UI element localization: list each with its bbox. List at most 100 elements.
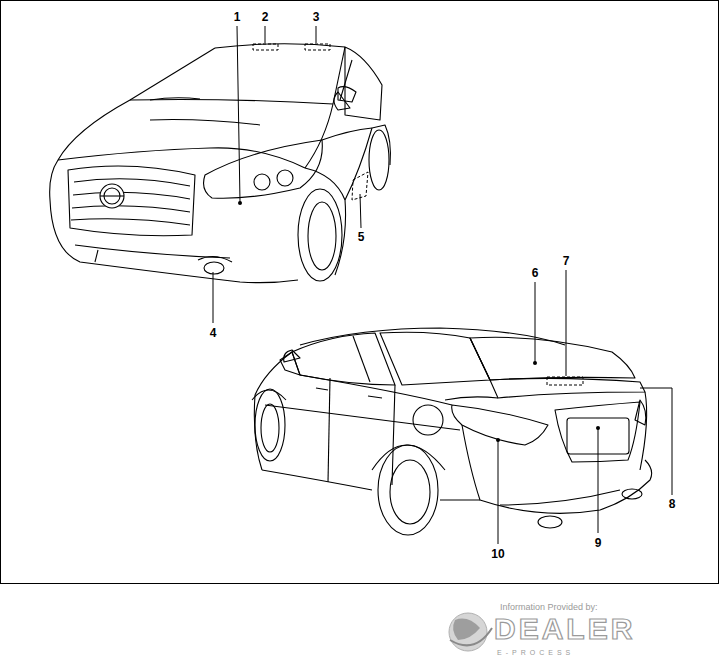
callout-number: 2 — [261, 11, 270, 23]
rear-car — [392, 385, 395, 485]
front-car — [71, 219, 190, 225]
rear-car — [500, 490, 620, 505]
hidden-part — [253, 44, 278, 50]
front-car — [308, 202, 336, 270]
rear-car — [380, 332, 490, 385]
rear-car — [390, 460, 430, 524]
front-car — [130, 100, 333, 105]
front-car — [338, 87, 356, 102]
leader-line — [640, 388, 672, 495]
rear-car — [292, 333, 395, 385]
leader-line — [566, 270, 567, 376]
frame — [1, 1, 719, 584]
rear-car — [452, 405, 548, 445]
leader-line — [598, 428, 599, 533]
leader-line — [213, 26, 672, 544]
rear-car — [316, 388, 328, 390]
front-car — [150, 98, 200, 100]
rear-car — [413, 405, 443, 435]
front-car — [345, 47, 382, 120]
rear-car — [300, 375, 452, 405]
rear-car — [328, 378, 330, 482]
front-car — [334, 92, 350, 110]
front-car — [50, 44, 391, 283]
front-car — [74, 179, 190, 186]
leader-dot — [496, 438, 500, 442]
leader-line — [360, 194, 361, 228]
front-car — [204, 140, 323, 198]
rear-car — [640, 392, 647, 470]
rear-car — [538, 516, 562, 528]
callout-number: 4 — [209, 327, 218, 339]
leader-line — [213, 272, 214, 323]
leader-dot — [238, 201, 600, 442]
watermark-logo — [449, 613, 492, 651]
frame — [1, 1, 719, 584]
watermark-logo — [450, 628, 492, 645]
watermark-text: Information Provided by: — [500, 603, 598, 612]
rear-car — [255, 352, 292, 395]
watermark-brand: DEALER — [494, 614, 635, 644]
leader-line — [237, 26, 240, 202]
front-car — [340, 60, 352, 100]
front-car — [95, 250, 98, 262]
front-car — [72, 206, 190, 212]
rear-car — [284, 350, 300, 362]
front-car — [100, 195, 124, 196]
leader-dot — [533, 361, 537, 365]
leader-line — [498, 440, 499, 544]
front-car — [277, 170, 293, 186]
leader-line — [535, 282, 536, 362]
front-car — [369, 130, 389, 190]
callout-number: 8 — [668, 498, 677, 510]
hidden-part — [253, 44, 583, 385]
rear-car — [372, 445, 445, 470]
leader-dot — [238, 201, 242, 205]
callout-number: 10 — [490, 548, 505, 560]
front-car — [198, 256, 232, 262]
watermark-subtext: E-PROCESS — [497, 649, 574, 656]
rear-car — [262, 470, 372, 490]
callout-number: 7 — [562, 255, 571, 267]
leader-dot — [596, 426, 600, 430]
front-car — [68, 166, 195, 236]
leader-line — [265, 26, 266, 43]
front-car — [130, 48, 215, 100]
rear-car — [261, 404, 279, 452]
rear-car — [252, 390, 286, 400]
callout-number: 9 — [594, 537, 603, 549]
front-car — [322, 128, 372, 140]
front-car — [100, 184, 124, 208]
front-car — [305, 168, 346, 275]
watermark-logo — [453, 619, 480, 640]
front-car — [345, 128, 372, 200]
front-car — [150, 120, 260, 125]
rear-car — [445, 397, 498, 400]
callout-number: 6 — [531, 267, 540, 279]
rear-car — [470, 337, 635, 380]
callout-number: 3 — [312, 11, 321, 23]
rear-car — [440, 499, 480, 500]
rear-car — [252, 328, 652, 535]
callout-number: 5 — [357, 231, 366, 243]
rear-car — [300, 328, 565, 345]
rear-car — [378, 445, 438, 535]
rear-car — [490, 378, 645, 398]
leader-line — [316, 26, 317, 43]
front-car — [75, 245, 230, 258]
front-car — [50, 160, 298, 283]
rear-car — [635, 400, 646, 425]
front-car — [305, 104, 333, 168]
front-car — [204, 262, 224, 274]
front-car — [73, 192, 190, 199]
rear-car — [368, 396, 382, 398]
rear-car — [462, 425, 652, 513]
front-car — [254, 174, 270, 190]
callout-number: 1 — [233, 11, 242, 23]
hidden-part — [305, 44, 330, 50]
front-car — [298, 189, 342, 281]
rear-car — [265, 405, 460, 430]
front-car — [58, 100, 130, 160]
rear-car — [255, 389, 285, 461]
rear-car — [353, 336, 370, 382]
